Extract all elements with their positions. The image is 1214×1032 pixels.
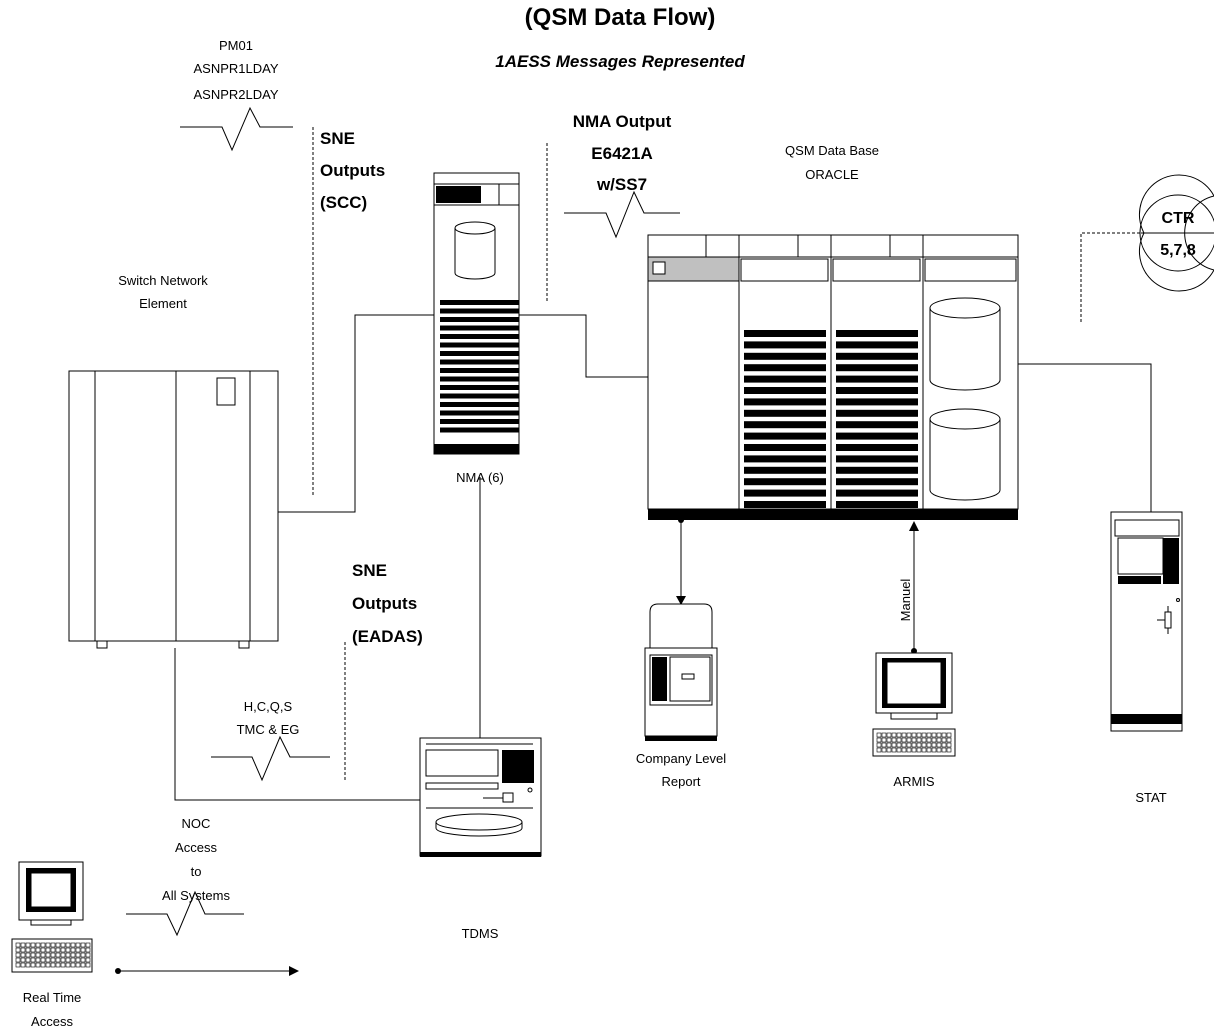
armis-workstation [873,653,955,756]
stat-tower [1111,512,1182,731]
nma-output-label-1: NMA Output [573,112,672,131]
company-report-printer [645,604,717,741]
ctr-label-2: 5,7,8 [1160,242,1196,259]
hcqs-label-1: H,C,Q,S [244,699,293,714]
link-qsm-stat [1018,364,1151,512]
noc-label-2: Access [175,840,217,855]
pm01-label-1: PM01 [219,38,253,53]
ctr-label-1: CTR [1162,210,1195,227]
qsm-label-1: QSM Data Base [785,143,879,158]
qsm-database [648,235,1018,520]
pm01-label-3: ASNPR2LDAY [193,87,278,102]
diagram-title: (QSM Data Flow) [525,4,716,31]
link-nma-qsm [519,315,648,377]
realtime-workstation [12,862,92,972]
armis-label: ARMIS [893,774,935,789]
sne-scc-label-2: Outputs [320,161,385,180]
sne-scc-label-1: SNE [320,129,355,148]
noc-label-3: to [191,864,202,879]
nma-label: NMA (6) [456,470,504,485]
sne-eadas-label-1: SNE [352,561,387,580]
realtime-label-1: Real Time [23,990,82,1005]
noc-label-1: NOC [182,816,211,831]
squiggle-pm01 [180,108,293,150]
switch-network-element [69,371,278,648]
report-label-1: Company Level [636,751,726,766]
tdms-workstation [420,738,541,857]
noc-label-4: All Systems [162,888,230,903]
ctr-symbol [1139,175,1214,291]
nma-output-label-2: E6421A [591,144,652,163]
tdms-label: TDMS [462,926,499,941]
stat-label: STAT [1135,790,1166,805]
squiggle-hcqs [211,737,330,780]
realtime-label-2: Access [31,1014,73,1029]
switch-label-1: Switch Network [118,273,208,288]
nma-tower [434,173,519,454]
hcqs-label-2: TMC & EG [237,722,300,737]
switch-label-2: Element [139,296,187,311]
qsm-label-2: ORACLE [805,167,859,182]
nma-output-label-3: w/SS7 [596,175,647,194]
sne-eadas-label-3: (EADAS) [352,627,423,646]
pm01-label-2: ASNPR1LDAY [193,61,278,76]
sne-scc-label-3: (SCC) [320,193,367,212]
sne-eadas-label-2: Outputs [352,594,417,613]
diagram-subtitle: 1AESS Messages Represented [495,52,745,71]
manuel-label: Manuel [898,579,913,622]
link-switch-nma [278,315,434,512]
squiggle-nma-output [564,192,680,237]
report-label-2: Report [661,774,700,789]
